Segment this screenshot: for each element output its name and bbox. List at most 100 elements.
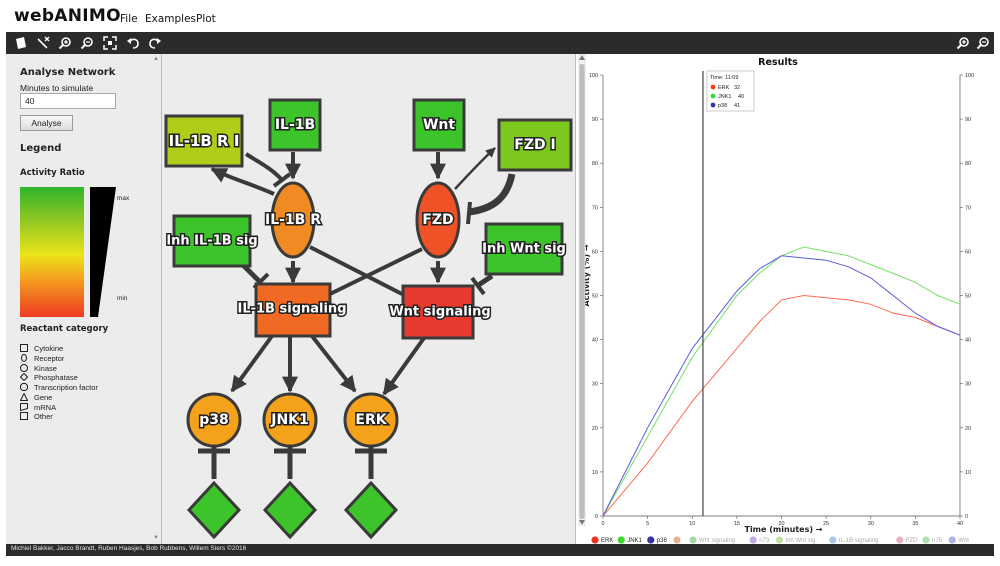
square-icon bbox=[20, 344, 28, 352]
x-tick-label: 25 bbox=[823, 521, 829, 527]
scroll-up-arrow[interactable] bbox=[579, 55, 585, 60]
inhibit-bar bbox=[272, 172, 292, 188]
y-tick-label: 40 bbox=[592, 338, 598, 344]
results-zoom-in-icon[interactable] bbox=[952, 32, 974, 54]
legend-label[interactable]: Wnt signaling bbox=[699, 538, 735, 544]
edge-fzd-i-inhibits-fzd[interactable] bbox=[468, 173, 516, 216]
node-shape bbox=[172, 214, 252, 268]
legend-swatch[interactable] bbox=[749, 536, 757, 544]
diamond-icon bbox=[20, 373, 28, 381]
results-zoom-out-icon[interactable] bbox=[972, 32, 994, 54]
x-tick-label: 5 bbox=[646, 521, 649, 527]
edge-il1b-r-i-inhibits-il1b-r[interactable] bbox=[244, 152, 284, 182]
legend-label[interactable]: JNK1 bbox=[627, 538, 642, 544]
x-tick-label: 20 bbox=[778, 521, 784, 527]
menu-plot[interactable]: Plot bbox=[196, 13, 216, 25]
node-shape bbox=[415, 181, 461, 259]
ratio-min-label: min bbox=[117, 295, 128, 302]
y-tick-label-right: 40 bbox=[965, 338, 971, 344]
tooltip-dot-p38 bbox=[710, 102, 716, 108]
fit-icon[interactable] bbox=[99, 32, 121, 54]
edge-il1b-r-inhibits-wnt-signaling[interactable] bbox=[309, 245, 403, 296]
scroll-down-arrow[interactable] bbox=[579, 520, 585, 525]
legend-swatch[interactable] bbox=[689, 536, 697, 544]
redo-icon[interactable] bbox=[144, 32, 166, 54]
node-inh-wnt-sig[interactable]: Inh Wnt sig bbox=[481, 222, 567, 276]
node-label: IL-1B bbox=[275, 117, 315, 133]
legend-swatch[interactable] bbox=[775, 536, 783, 544]
legend-label[interactable]: Wnt bbox=[958, 538, 969, 544]
node-fzd-i[interactable]: FZD I bbox=[497, 118, 573, 172]
y-tick-label: 30 bbox=[592, 382, 598, 388]
node-shape bbox=[270, 181, 316, 259]
zoom-in-icon[interactable] bbox=[54, 32, 76, 54]
network-canvas[interactable]: IL-1B R I IL-1B Wnt FZD I Inh IL-1B sig … bbox=[162, 54, 576, 544]
legend-label[interactable]: n73 bbox=[759, 538, 770, 544]
edge-fzd-inhibits-il1b-signaling[interactable] bbox=[329, 247, 423, 296]
node-label: Wnt bbox=[423, 117, 455, 133]
results-scrollbar[interactable] bbox=[578, 54, 586, 526]
legend-label[interactable]: FZD bbox=[906, 538, 918, 544]
new-node-icon[interactable] bbox=[10, 32, 32, 54]
results-title: Results bbox=[758, 57, 798, 68]
node-il1b-r[interactable]: IL-1B R bbox=[263, 181, 323, 259]
node-shape bbox=[497, 118, 573, 172]
legend-label[interactable]: IL-1B signaling bbox=[839, 538, 879, 544]
node-il1b-r-i[interactable]: IL-1B R I bbox=[164, 114, 244, 168]
node-fzd[interactable]: FZD bbox=[415, 181, 461, 259]
edge-il1b-r-to-il1b-r-i[interactable] bbox=[210, 167, 275, 196]
scroll-down-arrow[interactable]: ▼ bbox=[153, 535, 159, 541]
undo-icon[interactable] bbox=[122, 32, 144, 54]
legend-label[interactable]: n75 bbox=[932, 538, 943, 544]
scrollbar-thumb[interactable] bbox=[579, 64, 585, 519]
menu-examples[interactable]: Examples bbox=[145, 13, 197, 25]
legend-label[interactable]: ERK bbox=[601, 538, 613, 544]
node-il1b[interactable]: IL-1B bbox=[268, 98, 322, 152]
legend-swatch[interactable] bbox=[591, 536, 599, 544]
node-shape bbox=[484, 222, 564, 276]
node-il1b-signaling[interactable]: IL-1B signaling bbox=[236, 282, 348, 338]
node-label: IL-1B R bbox=[265, 212, 321, 228]
edge-fzd-to-fzd-i[interactable] bbox=[454, 147, 496, 190]
edge-il1b-signaling-to-erk[interactable] bbox=[310, 334, 357, 393]
analyse-button[interactable]: Analyse bbox=[20, 115, 73, 131]
node-p38[interactable]: p38 bbox=[186, 392, 242, 448]
legend-swatch[interactable] bbox=[647, 536, 655, 544]
category-label: mRNA bbox=[34, 402, 57, 412]
scroll-up-arrow[interactable]: ▲ bbox=[153, 56, 159, 62]
node-wnt[interactable]: Wnt bbox=[412, 98, 466, 152]
node-inh-il1b-sig[interactable]: Inh IL-1B sig bbox=[165, 214, 259, 268]
legend-swatch[interactable] bbox=[896, 536, 904, 544]
legend-swatch[interactable] bbox=[922, 536, 930, 544]
node-shape bbox=[186, 392, 242, 448]
menu-file[interactable]: File bbox=[120, 13, 138, 25]
edge-inh-wnt-sig-inhibits[interactable] bbox=[475, 273, 494, 289]
inhibit-bar bbox=[466, 201, 472, 225]
new-edge-icon[interactable] bbox=[32, 32, 54, 54]
y-tick-label: 90 bbox=[592, 117, 598, 123]
y-tick-label-right: 70 bbox=[965, 205, 971, 211]
tooltip-label: p38 bbox=[718, 103, 727, 109]
legend-swatch[interactable] bbox=[673, 536, 681, 544]
node-gene-2[interactable] bbox=[262, 480, 318, 540]
legend-label[interactable]: Inh Wnt sig bbox=[785, 538, 815, 544]
legend-swatch[interactable] bbox=[948, 536, 956, 544]
inhibit-bar bbox=[470, 276, 486, 296]
minutes-input[interactable] bbox=[20, 93, 116, 109]
category-label: Kinase bbox=[34, 363, 57, 373]
edge-wnt-signaling-to-erk[interactable] bbox=[382, 336, 426, 396]
node-erk[interactable]: ERK bbox=[343, 392, 399, 448]
legend-swatch[interactable] bbox=[829, 536, 837, 544]
zoom-out-icon[interactable] bbox=[76, 32, 98, 54]
y-tick-label-right: 90 bbox=[965, 117, 971, 123]
legend-label[interactable]: p38 bbox=[657, 538, 668, 544]
node-wnt-signaling[interactable]: Wnt signaling bbox=[388, 284, 492, 340]
node-jnk1[interactable]: JNK1 bbox=[262, 392, 318, 448]
node-label: p38 bbox=[199, 412, 229, 428]
edge-il1b-signaling-to-p38[interactable] bbox=[230, 334, 274, 393]
legend-swatch[interactable] bbox=[617, 536, 625, 544]
node-label: Inh Wnt sig bbox=[482, 242, 566, 257]
node-gene-3[interactable] bbox=[343, 480, 399, 540]
node-gene-1[interactable] bbox=[186, 480, 242, 540]
